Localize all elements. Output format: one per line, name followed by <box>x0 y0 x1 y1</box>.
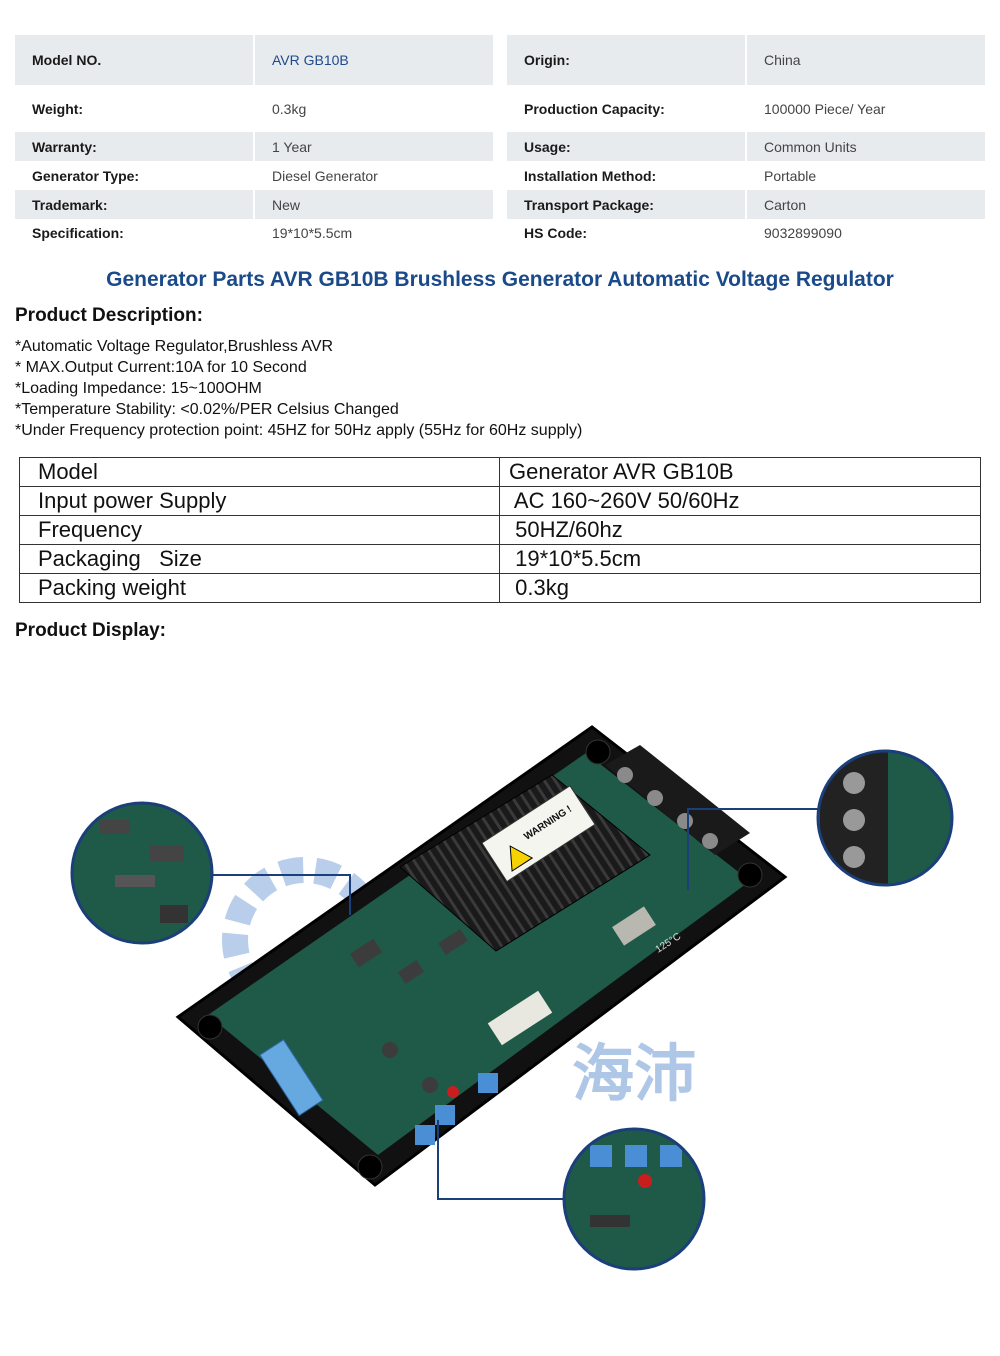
components <box>349 906 656 1093</box>
spec-row-specification: Specification: 19*10*5.5cm <box>15 219 493 247</box>
description-line: * MAX.Output Current:10A for 10 Second <box>15 359 307 376</box>
spec-label: Trademark: <box>32 196 108 213</box>
watermark-text: 海沛 <box>572 1037 696 1110</box>
avr-board: WARNING ! <box>175 725 788 1187</box>
table-row: Model Generator AVR GB10B <box>19 457 981 487</box>
spec-label: Usage: <box>524 138 571 155</box>
potentiometers <box>415 1073 498 1145</box>
description-list: *Automatic Voltage Regulator,Brushless A… <box>15 336 582 441</box>
parameter-table: Model Generator AVR GB10B Input power Su… <box>19 457 981 603</box>
description-line: *Loading Impedance: 15~100OHM <box>15 380 262 397</box>
spec-value: Diesel Generator <box>253 161 493 190</box>
zoom-circle-right <box>816 749 954 887</box>
param-value: AC 160~260V 50/60Hz <box>499 486 981 516</box>
display-heading: Product Display: <box>15 620 166 641</box>
spec-grid: Model NO. AVR GB10B Weight: 0.3kg Warran… <box>15 35 985 247</box>
spec-label: Transport Package: <box>524 196 654 213</box>
spec-label: HS Code: <box>524 225 587 241</box>
spec-row-origin: Origin: China <box>507 35 985 85</box>
table-row: Input power Supply AC 160~260V 50/60Hz <box>19 486 981 516</box>
mounting-hole <box>197 1014 223 1040</box>
blue-connector <box>259 1039 324 1117</box>
table-row: Packing weight 0.3kg <box>19 573 981 603</box>
zoom-circle-left <box>70 801 214 945</box>
param-value: 50HZ/60hz <box>499 515 981 545</box>
spec-label: Installation Method: <box>524 167 657 184</box>
param-label: Packaging Size <box>19 544 500 574</box>
spec-value: 0.3kg <box>253 85 493 132</box>
mounting-hole <box>585 739 611 765</box>
led <box>447 1086 459 1098</box>
spec-label: Origin: <box>524 52 570 68</box>
product-title: Generator Parts AVR GB10B Brushless Gene… <box>106 268 894 291</box>
product-photo: 海沛 WARNING ! <box>70 725 954 1271</box>
spec-label: Production Capacity: <box>524 100 665 117</box>
spec-row-warranty: Warranty: 1 Year <box>15 132 493 161</box>
table-row: Packaging Size 19*10*5.5cm <box>19 544 981 574</box>
spec-row-usage: Usage: Common Units <box>507 132 985 161</box>
spec-value: Common Units <box>745 132 985 161</box>
spec-row-hs-code: HS Code: 9032899090 <box>507 219 985 247</box>
param-value: 0.3kg <box>499 573 981 603</box>
spec-value: New <box>253 190 493 219</box>
table-row: Frequency 50HZ/60hz <box>19 515 981 545</box>
spec-value: 9032899090 <box>745 219 985 247</box>
description-line: *Under Frequency protection point: 45HZ … <box>15 422 583 439</box>
param-label: Frequency <box>19 515 500 545</box>
spec-value: Portable <box>745 161 985 190</box>
spec-row-transport-package: Transport Package: Carton <box>507 190 985 219</box>
param-label: Input power Supply <box>19 486 500 516</box>
param-label: Packing weight <box>19 573 500 603</box>
spec-value: AVR GB10B <box>253 35 493 85</box>
spec-row-weight: Weight: 0.3kg <box>15 85 493 132</box>
zoom-circle-bottom <box>562 1127 706 1271</box>
spec-value: Carton <box>745 190 985 219</box>
spec-value: China <box>745 35 985 85</box>
spec-row-trademark: Trademark: New <box>15 190 493 219</box>
spec-row-installation-method: Installation Method: Portable <box>507 161 985 190</box>
spec-value: 100000 Piece/ Year <box>745 85 985 132</box>
mounting-hole <box>737 862 763 888</box>
spec-row-production-capacity: Production Capacity: 100000 Piece/ Year <box>507 85 985 132</box>
description-line: *Temperature Stability: <0.02%/PER Celsi… <box>15 401 399 418</box>
callout-lines <box>210 808 818 1200</box>
description-heading: Product Description: <box>15 305 203 326</box>
param-value: 19*10*5.5cm <box>499 544 981 574</box>
spec-value: 19*10*5.5cm <box>253 219 493 247</box>
spec-label: Warranty: <box>32 138 97 155</box>
param-value: Generator AVR GB10B <box>499 457 981 487</box>
param-label: Model <box>19 457 500 487</box>
description-line: *Automatic Voltage Regulator,Brushless A… <box>15 338 334 355</box>
spec-row-generator-type: Generator Type: Diesel Generator <box>15 161 493 190</box>
spec-label: Weight: <box>32 100 84 117</box>
spec-label: Model NO. <box>32 52 102 68</box>
spec-value: 1 Year <box>253 132 493 161</box>
spec-label: Specification: <box>32 225 124 241</box>
spec-label: Generator Type: <box>32 167 140 184</box>
spec-column-left: Model NO. AVR GB10B Weight: 0.3kg Warran… <box>15 35 493 247</box>
spec-row-model: Model NO. AVR GB10B <box>15 35 493 85</box>
spec-column-right: Origin: China Production Capacity: 10000… <box>507 35 985 247</box>
terminal-block <box>605 745 750 855</box>
mounting-hole <box>357 1154 383 1180</box>
